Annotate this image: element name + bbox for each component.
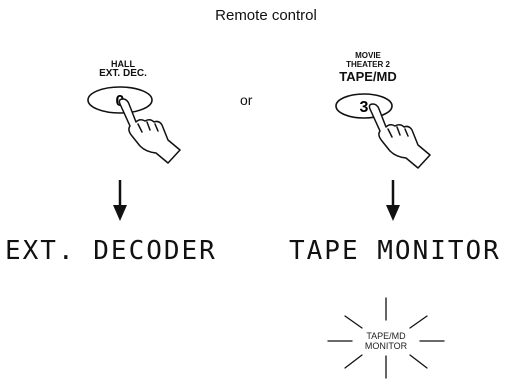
indicator-line2: MONITOR xyxy=(346,341,426,351)
right-pointing-hand-icon xyxy=(369,104,430,168)
left-pointing-hand-icon xyxy=(119,99,180,163)
display-ext-decoder: EXT. DECODER xyxy=(5,236,217,266)
indicator-line1: TAPE/MD xyxy=(346,331,426,341)
right-button-key: 3 xyxy=(360,99,369,116)
left-button-label-bottom: EXT. DEC. xyxy=(83,69,163,79)
or-text: or xyxy=(240,92,252,108)
left-down-arrow-icon xyxy=(113,180,127,221)
right-remote-button[interactable]: 3 xyxy=(336,94,392,118)
display-tape-monitor: TAPE MONITOR xyxy=(289,236,501,266)
right-button-label-line3: TAPE/MD xyxy=(323,70,413,83)
right-down-arrow-icon xyxy=(386,180,400,221)
